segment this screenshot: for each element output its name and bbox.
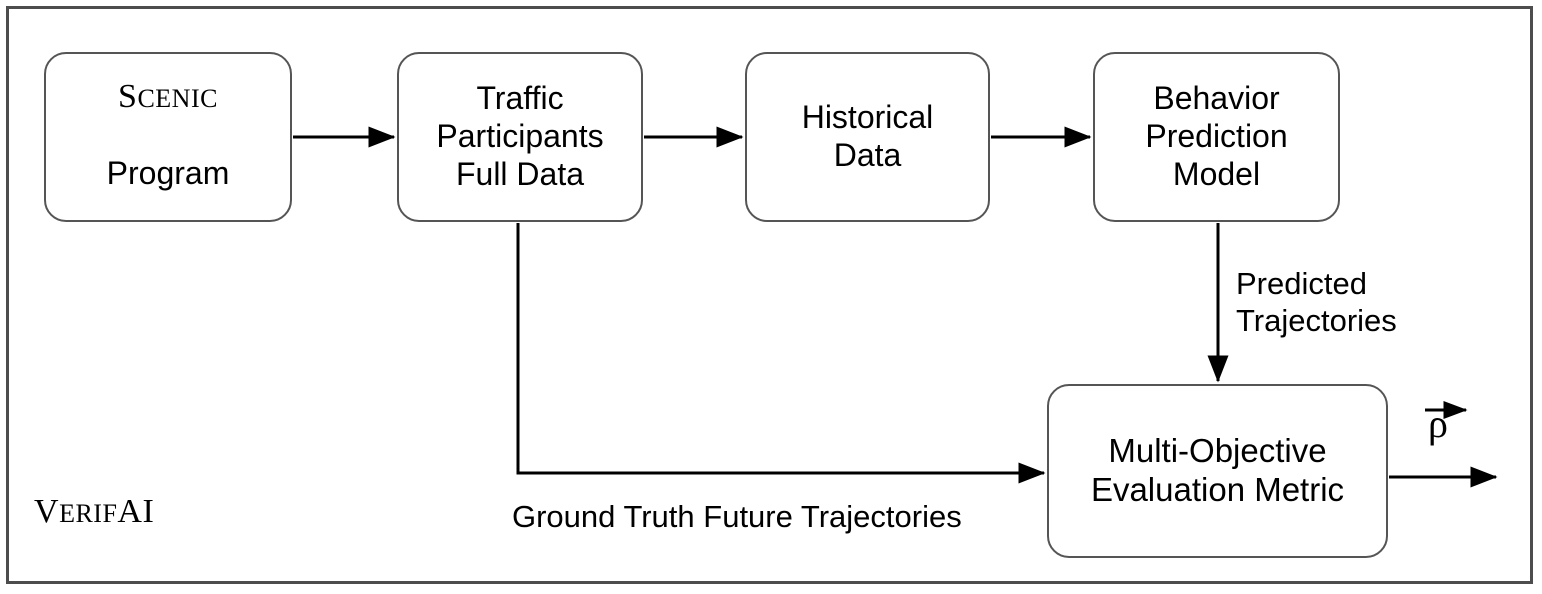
historical-data-box[interactable]: Historical Data xyxy=(745,52,990,222)
behavior-prediction-model-box[interactable]: Behavior Prediction Model xyxy=(1093,52,1340,222)
verifai-wordmark: VERIFAI xyxy=(34,495,154,529)
verifai-part-smallcaps: ERIF xyxy=(59,499,118,528)
edge-label-ground-truth-future-trajectories: Ground Truth Future Trajectories xyxy=(512,499,962,534)
scenic-program-second-line: Program xyxy=(106,154,230,191)
scenic-wordmark: SCENIC xyxy=(46,79,290,115)
multi-objective-evaluation-metric-label: Multi-Objective Evaluation Metric xyxy=(1090,432,1345,508)
scenic-program-label: SCENIC Program xyxy=(46,42,290,233)
behavior-prediction-model-label: Behavior Prediction Model xyxy=(1145,80,1288,192)
edge-label-predicted-trajectories: Predicted Trajectories xyxy=(1236,266,1397,339)
scenic-program-box[interactable]: SCENIC Program xyxy=(44,52,292,222)
multi-objective-evaluation-metric-box[interactable]: Multi-Objective Evaluation Metric xyxy=(1047,384,1388,558)
scenic-initial: S xyxy=(118,78,138,116)
verifai-part-big2: AI xyxy=(117,493,155,530)
historical-data-label: Historical Data xyxy=(801,99,934,173)
verifai-part-big1: V xyxy=(34,493,60,530)
traffic-participants-full-data-box[interactable]: Traffic Participants Full Data xyxy=(397,52,643,222)
traffic-participants-full-data-label: Traffic Participants Full Data xyxy=(436,80,604,192)
rho-output-symbol: ρ xyxy=(1428,401,1448,446)
scenic-smallcaps: CENIC xyxy=(137,84,218,114)
